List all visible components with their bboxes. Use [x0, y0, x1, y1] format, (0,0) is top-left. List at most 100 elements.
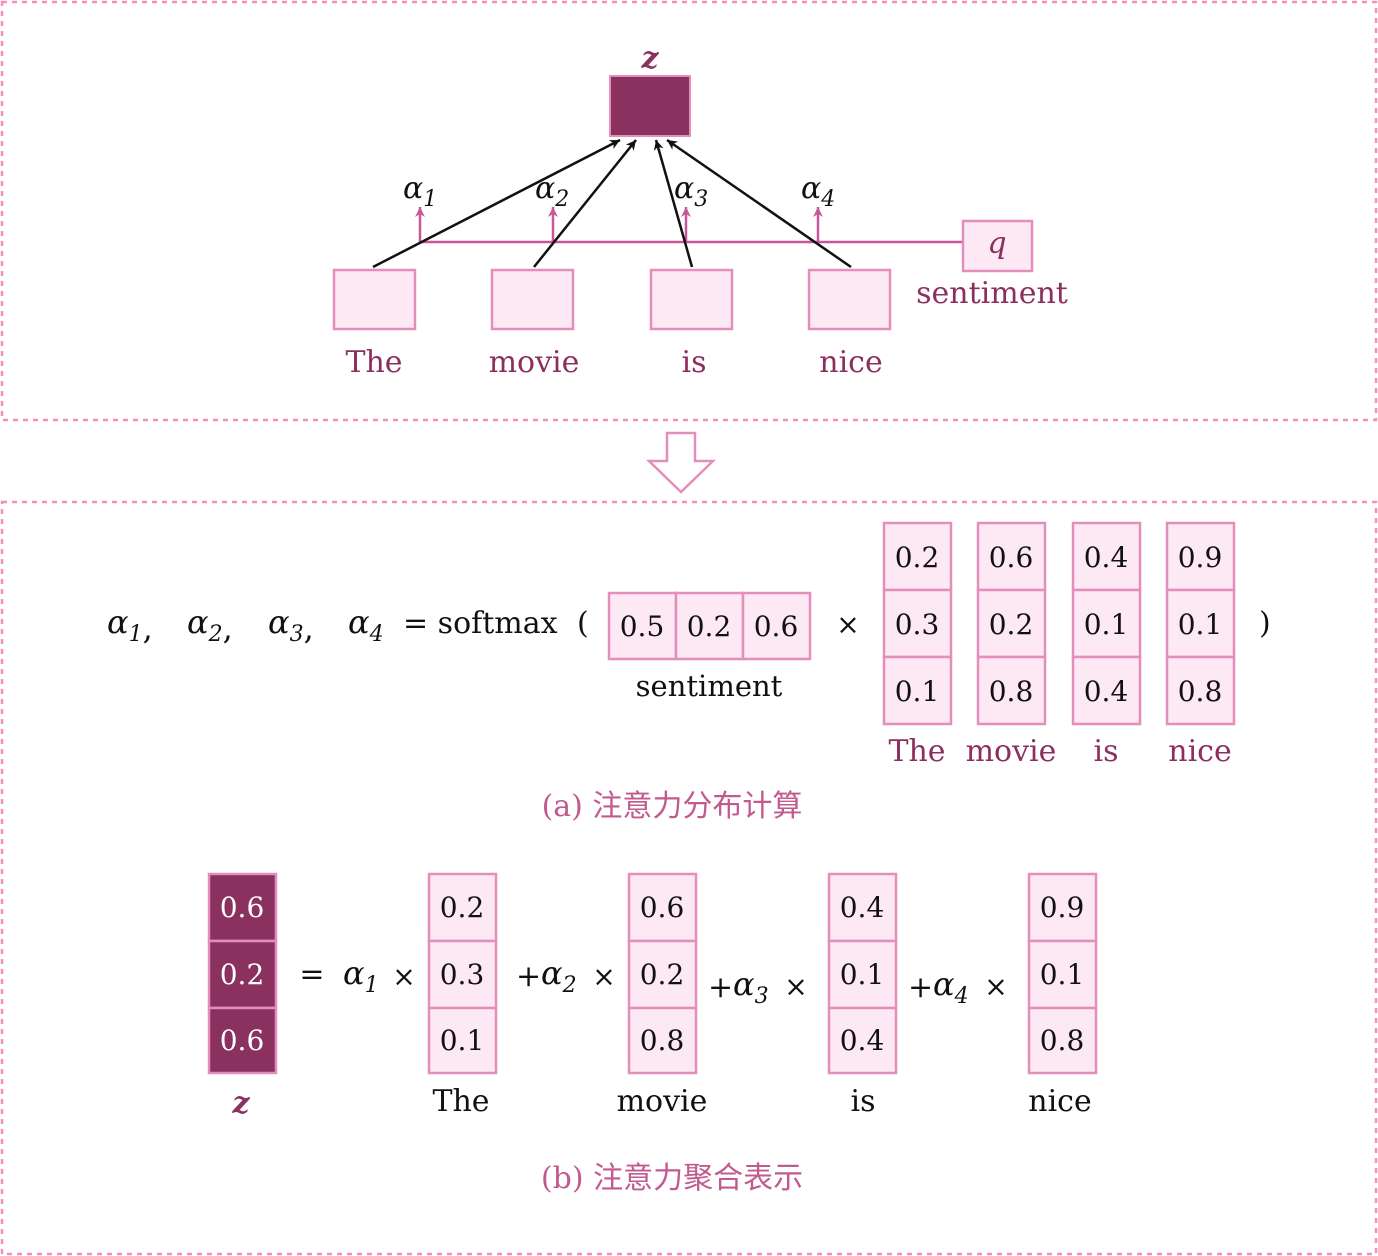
- term-1-value-3: 0.1: [440, 1024, 485, 1057]
- term-4-alpha: α4: [933, 965, 969, 1009]
- term-1-word: The: [432, 1084, 489, 1119]
- down-arrow-icon: [645, 431, 717, 494]
- word-label-movie: movie: [489, 345, 580, 380]
- term-1-alpha: α1: [343, 954, 379, 998]
- key-the-value-2: 0.3: [895, 608, 940, 641]
- term-1-value-2: 0.3: [440, 958, 485, 991]
- query-cell-2: [674, 591, 745, 661]
- caption-b: (b) 注意力聚合表示: [541, 1161, 803, 1196]
- key-vector-movie: 0.6 0.2 0.8 movie: [966, 521, 1057, 769]
- query-box: [961, 219, 1034, 273]
- caption-a: (a) 注意力分布计算: [542, 789, 803, 824]
- term-2-word: movie: [617, 1084, 708, 1119]
- key-is-value-3: 0.4: [1084, 675, 1129, 708]
- term-4-times: ×: [984, 970, 1007, 1003]
- key-the-value-3: 0.1: [895, 675, 940, 708]
- word-arrow-movie: [533, 139, 637, 268]
- key-nice-value-2: 0.1: [1178, 608, 1223, 641]
- formula-a: α1, α2, α3, α4 = softmax ( ) × 0.5 0.2 0…: [107, 521, 1271, 824]
- key-vector-nice: 0.9 0.1 0.8 nice: [1165, 521, 1236, 769]
- z-vector-label: z: [231, 1086, 250, 1121]
- query-value-3: 0.6: [754, 610, 799, 643]
- top-alpha-2: α2: [535, 171, 569, 212]
- output-z-box: [609, 75, 691, 137]
- term-1-vector: 0.2 0.3 0.1: [427, 872, 498, 1075]
- term-4-plus: +: [908, 970, 933, 1005]
- term-4-value-1: 0.9: [1040, 891, 1085, 924]
- key-vector-is: 0.4 0.1 0.4 is: [1071, 521, 1142, 769]
- z-value-1: 0.6: [220, 891, 265, 924]
- query-sentiment-label: sentiment: [916, 276, 1068, 311]
- formula-a-alpha-3: α3,: [268, 603, 314, 647]
- term-4-value-2: 0.1: [1040, 958, 1085, 991]
- formula-a-alpha-4: α4: [348, 603, 384, 647]
- word-arrow-the: [372, 138, 621, 269]
- query-vector-label: sentiment: [636, 669, 783, 703]
- formula-a-alpha-2: α2,: [187, 603, 233, 647]
- word-arrow-is: [653, 139, 694, 268]
- term-3-times: ×: [784, 970, 807, 1003]
- bottom-panel: [0, 500, 1378, 1256]
- key-the-value-1: 0.2: [895, 541, 940, 574]
- query-cell-3: [741, 591, 812, 661]
- top-panel: [0, 0, 1378, 422]
- key-is-value-2: 0.1: [1084, 608, 1129, 641]
- query-value-1: 0.5: [620, 610, 665, 643]
- term-2-value-1: 0.6: [640, 891, 685, 924]
- top-alpha-3: α3: [674, 171, 708, 212]
- term-4-value-3: 0.8: [1040, 1024, 1085, 1057]
- query-value-2: 0.2: [687, 610, 732, 643]
- top-alpha-1: α1: [403, 171, 437, 212]
- word-arrow-nice: [666, 138, 852, 269]
- z-vector: 0.6 0.2 0.6: [207, 872, 278, 1075]
- open-paren: (: [577, 606, 589, 641]
- term-1-value-1: 0.2: [440, 891, 485, 924]
- term-2-vector: 0.6 0.2 0.8: [627, 872, 698, 1075]
- formula-a-alpha-1: α1,: [107, 603, 153, 647]
- times-sign-a: ×: [836, 608, 859, 641]
- term-2-times: ×: [592, 960, 615, 993]
- output-z-label: z: [640, 41, 659, 76]
- word-box-is: [649, 268, 734, 331]
- word-label-is: is: [682, 345, 707, 380]
- term-2-value-2: 0.2: [640, 958, 685, 991]
- key-is-value-1: 0.4: [1084, 541, 1129, 574]
- term-4-word: nice: [1028, 1084, 1091, 1119]
- close-paren: ): [1259, 606, 1271, 641]
- key-nice-value-3: 0.8: [1178, 675, 1223, 708]
- key-movie-value-1: 0.6: [989, 541, 1034, 574]
- equals-sign-b: =: [299, 957, 324, 992]
- key-is-label: is: [1094, 734, 1119, 769]
- term-3-alpha: α3: [733, 965, 769, 1009]
- key-the-label: The: [888, 734, 945, 769]
- equals-softmax: = softmax: [403, 606, 558, 641]
- word-label-nice: nice: [819, 345, 882, 380]
- term-3-plus: +: [708, 970, 733, 1005]
- term-3-vector: 0.4 0.1 0.4: [827, 872, 898, 1075]
- key-movie-value-3: 0.8: [989, 675, 1034, 708]
- query-q-label: q: [987, 226, 1006, 261]
- word-box-movie: [490, 268, 575, 331]
- term-2-value-3: 0.8: [640, 1024, 685, 1057]
- formula-b: 0.6 0.2 0.6 z = α1 × 0.2 0.3 0.1 The + α…: [207, 872, 1098, 1196]
- z-value-3: 0.6: [220, 1024, 265, 1057]
- word-box-nice: [807, 268, 892, 331]
- word-box-the: [332, 268, 417, 331]
- key-nice-value-1: 0.9: [1178, 541, 1223, 574]
- term-3-value-3: 0.4: [840, 1024, 885, 1057]
- top-diagram: z q sentiment α1 α2 α3 α4 The movie is n…: [332, 41, 1068, 380]
- term-4-vector: 0.9 0.1 0.8: [1027, 872, 1098, 1075]
- word-label-the: The: [345, 345, 402, 380]
- term-3-word: is: [851, 1084, 876, 1119]
- term-3-value-2: 0.1: [840, 958, 885, 991]
- key-nice-label: nice: [1168, 734, 1231, 769]
- key-vector-the: 0.2 0.3 0.1 The: [882, 521, 953, 769]
- key-movie-label: movie: [966, 734, 1057, 769]
- term-3-value-1: 0.4: [840, 891, 885, 924]
- term-2-plus: +: [516, 959, 541, 994]
- term-1-times: ×: [392, 960, 415, 993]
- term-2-alpha: α2: [541, 954, 577, 998]
- z-value-2: 0.2: [220, 958, 265, 991]
